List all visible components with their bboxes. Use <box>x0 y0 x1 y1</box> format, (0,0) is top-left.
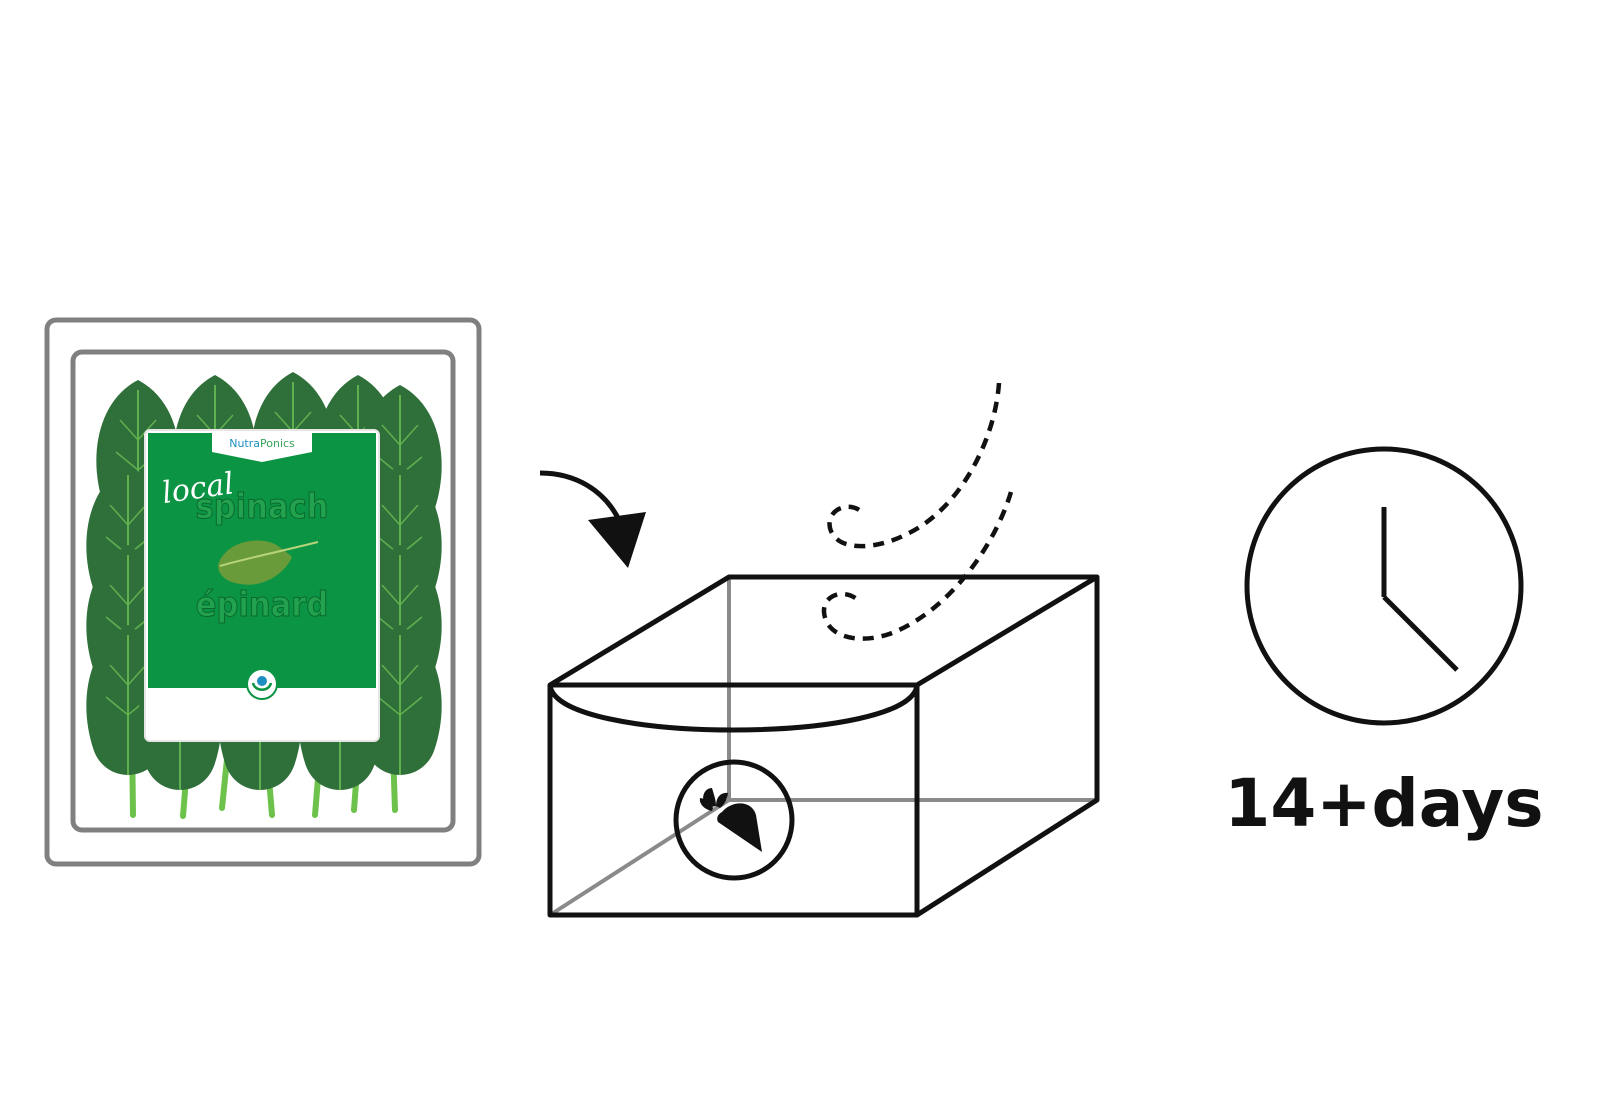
brand-banner <box>212 433 312 462</box>
carrot-icon <box>673 759 795 881</box>
brand-seal-icon <box>246 668 278 700</box>
crisper-drawer-icon <box>547 574 1100 918</box>
package-label: NutraPonics local spinach épinard <box>144 429 380 742</box>
airflow-icon <box>821 382 1014 641</box>
spinach-leaf-image <box>218 540 319 585</box>
spinach-package: NutraPonics local spinach épinard <box>44 317 482 867</box>
word-spinach: spinach <box>196 487 329 527</box>
clock-icon <box>1244 446 1524 726</box>
brand-logo-text: NutraPonics <box>229 437 295 450</box>
duration-label: 14+days <box>1224 765 1543 842</box>
clock-minute-hand <box>1382 595 1459 672</box>
word-epinard: épinard <box>196 585 329 625</box>
curved-arrow-icon <box>539 470 646 568</box>
drawer-handle-curve <box>547 684 920 733</box>
